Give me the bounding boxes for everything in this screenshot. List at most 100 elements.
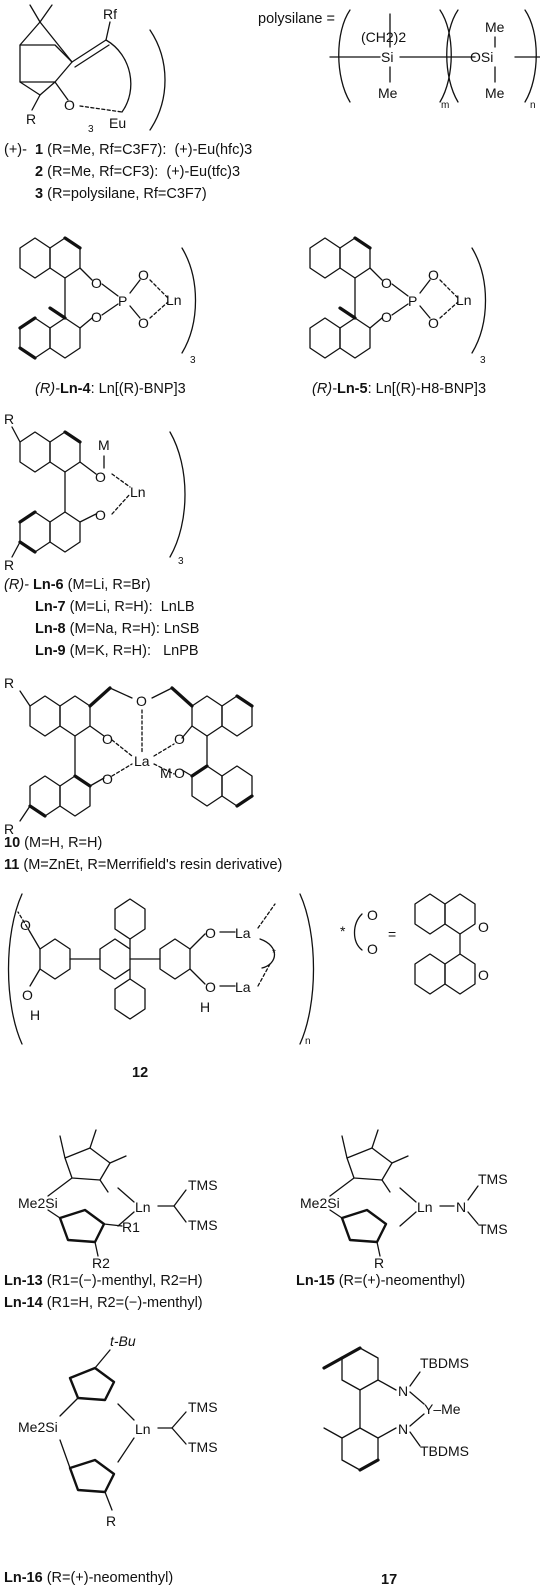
r-label: R bbox=[26, 111, 36, 127]
p-label: P bbox=[118, 293, 127, 309]
me2si-label: Me2Si bbox=[300, 1195, 340, 1211]
me-label: Me bbox=[378, 85, 398, 101]
o-label: O bbox=[381, 309, 392, 325]
ansa-ln-alkyl-structure: t-Bu Me2Si Ln TMS TMS R bbox=[18, 1333, 218, 1529]
o-label: O bbox=[22, 987, 33, 1003]
linked-binol-la-structure: R R O O O La O O M bbox=[4, 675, 254, 837]
o-label: O bbox=[91, 309, 102, 325]
r-label: R bbox=[4, 821, 14, 837]
tms-label: TMS bbox=[478, 1171, 508, 1187]
o-label: O bbox=[478, 919, 489, 935]
compound-ln8-label: Ln-8 (M=Na, R=H): LnSB bbox=[35, 621, 200, 637]
eu-label: Eu bbox=[109, 115, 126, 131]
cgc-ln-amide-structure: Me2Si Ln N TMS TMS R bbox=[300, 1129, 508, 1271]
binol-ln-complex-structure: R R M O O Ln 3 bbox=[4, 411, 186, 573]
h8-bnp-complex-structure: O O P O O Ln 3 bbox=[309, 236, 487, 366]
compound-ln16-label: Ln-16 (R=(+)-neomenthyl) bbox=[4, 1570, 174, 1586]
tms-label: TMS bbox=[478, 1221, 508, 1237]
compound-1-label: (+)- 1 (R=Me, Rf=C3F7): (+)-Eu(hfc)3 bbox=[4, 142, 253, 158]
tms-label: TMS bbox=[188, 1399, 218, 1415]
m-label: M bbox=[98, 437, 110, 453]
r-label: R bbox=[374, 1255, 384, 1271]
tms-label: TMS bbox=[188, 1177, 218, 1193]
o-label: O bbox=[20, 917, 31, 933]
ch2-label: (CH2)2 bbox=[361, 29, 406, 45]
o-label: O bbox=[91, 275, 102, 291]
o-label: O bbox=[367, 907, 378, 923]
o-label: O bbox=[138, 315, 149, 331]
compound-ln9-label: Ln-9 (M=K, R=H): LnPB bbox=[35, 643, 199, 659]
o-label: O bbox=[428, 267, 439, 283]
o-label: O bbox=[205, 979, 216, 995]
osi-label: OSi bbox=[470, 49, 493, 65]
subscript-3: 3 bbox=[88, 124, 94, 135]
polysilane-structure: (CH2)2 Si Me OSi Me Me m n bbox=[329, 9, 540, 111]
tbu-label: t-Bu bbox=[110, 1333, 136, 1349]
equals-label: = bbox=[388, 926, 396, 942]
o-label: O bbox=[174, 765, 185, 781]
carbonyl-o-label: O bbox=[64, 97, 75, 113]
o-label: O bbox=[95, 507, 106, 523]
me-label: Me bbox=[485, 19, 505, 35]
n-label: N bbox=[456, 1199, 466, 1215]
si-label: Si bbox=[381, 49, 393, 65]
o-label: O bbox=[428, 315, 439, 331]
o-label: O bbox=[205, 925, 216, 941]
compound-12-label: 12 bbox=[132, 1065, 149, 1081]
n-label: N bbox=[398, 1383, 408, 1399]
compound-ln13-label: Ln-13 (R1=(−)-menthyl, R2=H) bbox=[4, 1273, 203, 1289]
biaryl-diamide-yttrium-structure: TBDMS N Y–Me N TBDMS bbox=[322, 1346, 469, 1472]
compound-ln15-label: Ln-15 (R=(+)-neomenthyl) bbox=[296, 1273, 466, 1289]
tms-label: TMS bbox=[188, 1217, 218, 1233]
subscript-n: n bbox=[305, 1036, 311, 1047]
r2-label: R2 bbox=[92, 1255, 110, 1271]
m-label: M bbox=[160, 765, 172, 781]
compound-2-label: 2 (R=Me, Rf=CF3): (+)-Eu(tfc)3 bbox=[35, 164, 241, 180]
h-label: H bbox=[30, 1007, 40, 1023]
me-label: Me bbox=[485, 85, 505, 101]
ln-label: Ln bbox=[417, 1199, 433, 1215]
la-label: La bbox=[134, 753, 150, 769]
rf-label: Rf bbox=[103, 6, 117, 22]
compound-11-label: 11 (M=ZnEt, R=Merrifield's resin derivat… bbox=[4, 857, 283, 873]
subscript-n: n bbox=[530, 100, 536, 111]
o-label: O bbox=[381, 275, 392, 291]
h-label: H bbox=[200, 999, 210, 1015]
eu-camphor-complex-structure: Rf R O Eu 3 bbox=[19, 4, 166, 135]
compound-ln14-label: Ln-14 (R1=H, R2=(−)-menthyl) bbox=[4, 1295, 203, 1311]
r-label: R bbox=[106, 1513, 116, 1529]
ln-label: Ln bbox=[130, 484, 146, 500]
o-label: O bbox=[102, 771, 113, 787]
y-me-label: Y–Me bbox=[424, 1401, 461, 1417]
ether-o-label: O bbox=[136, 693, 147, 709]
compound-ln4-label: (R)-Ln-4: Ln[(R)-BNP]3 bbox=[35, 381, 186, 397]
anthracene-la-polymer-structure: O O H O La O La H * n * O O = O O bbox=[7, 893, 489, 1047]
bnp-complex-structure: O O P O O Ln 3 bbox=[18, 236, 197, 366]
ln-label: Ln bbox=[456, 292, 472, 308]
subscript-3: 3 bbox=[480, 355, 486, 366]
r1-label: R1 bbox=[122, 1219, 140, 1235]
me2si-label: Me2Si bbox=[18, 1419, 58, 1435]
tbdms-label: TBDMS bbox=[420, 1355, 469, 1371]
r-label: R bbox=[4, 557, 14, 573]
n-label: N bbox=[398, 1421, 408, 1437]
subscript-3: 3 bbox=[178, 556, 184, 567]
compound-ln5-label: (R)-Ln-5: Ln[(R)-H8-BNP]3 bbox=[312, 381, 487, 397]
compound-ln6-label: (R)- Ln-6 (M=Li, R=Br) bbox=[4, 577, 151, 593]
compound-17-label: 17 bbox=[381, 1572, 398, 1588]
polysilane-label: polysilane = bbox=[258, 11, 335, 27]
r-label: R bbox=[4, 411, 14, 427]
o-label: O bbox=[102, 731, 113, 747]
p-label: P bbox=[408, 293, 417, 309]
tms-label: TMS bbox=[188, 1439, 218, 1455]
o-label: O bbox=[174, 731, 185, 747]
me2si-label: Me2Si bbox=[18, 1195, 58, 1211]
subscript-3: 3 bbox=[190, 355, 196, 366]
compound-ln7-label: Ln-7 (M=Li, R=H): LnLB bbox=[35, 599, 195, 615]
o-label: O bbox=[478, 967, 489, 983]
compound-10-label: 10 (M=H, R=H) bbox=[4, 835, 103, 851]
star-label: * bbox=[272, 948, 276, 959]
ln-label: Ln bbox=[166, 292, 182, 308]
compound-3-label: 3 (R=polysilane, Rf=C3F7) bbox=[35, 186, 207, 202]
ln-label: Ln bbox=[135, 1199, 151, 1215]
